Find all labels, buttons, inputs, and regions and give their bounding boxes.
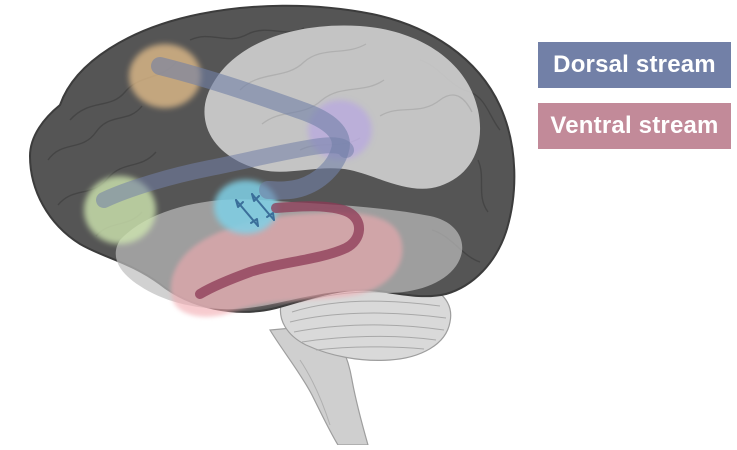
legend-ventral-stream: Ventral stream bbox=[538, 103, 731, 149]
legend-ventral-label: Ventral stream bbox=[550, 112, 718, 140]
legend-dorsal-label: Dorsal stream bbox=[553, 51, 716, 79]
legend-dorsal-stream: Dorsal stream bbox=[538, 42, 731, 88]
